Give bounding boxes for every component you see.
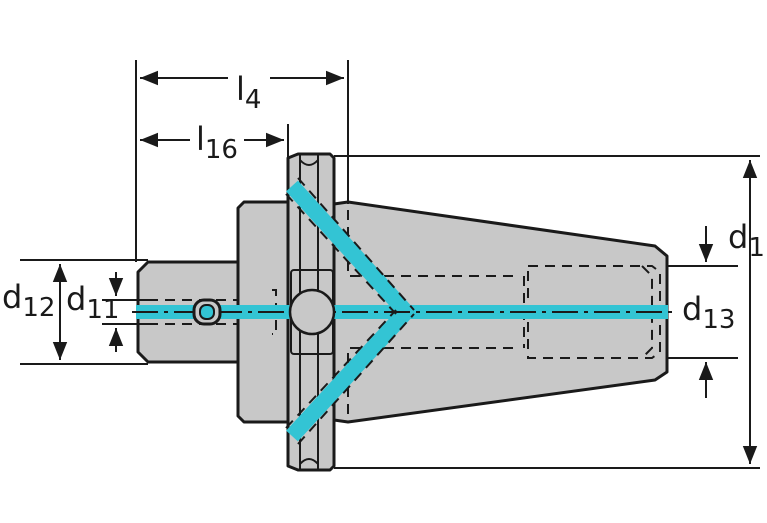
coolant-channel-edges [285, 177, 415, 445]
label-d12: d12 [2, 278, 55, 323]
coolant-channel-lower [286, 306, 412, 442]
label-l16: l16 [196, 120, 238, 165]
label-d1: d1 [728, 218, 765, 263]
dimension-lines [20, 60, 760, 469]
label-d11: d11 [66, 280, 119, 325]
label-l4: l4 [236, 70, 261, 115]
retention-ball [288, 288, 336, 336]
coolant-channel-upper [286, 180, 412, 318]
label-d13: d13 [682, 290, 735, 335]
